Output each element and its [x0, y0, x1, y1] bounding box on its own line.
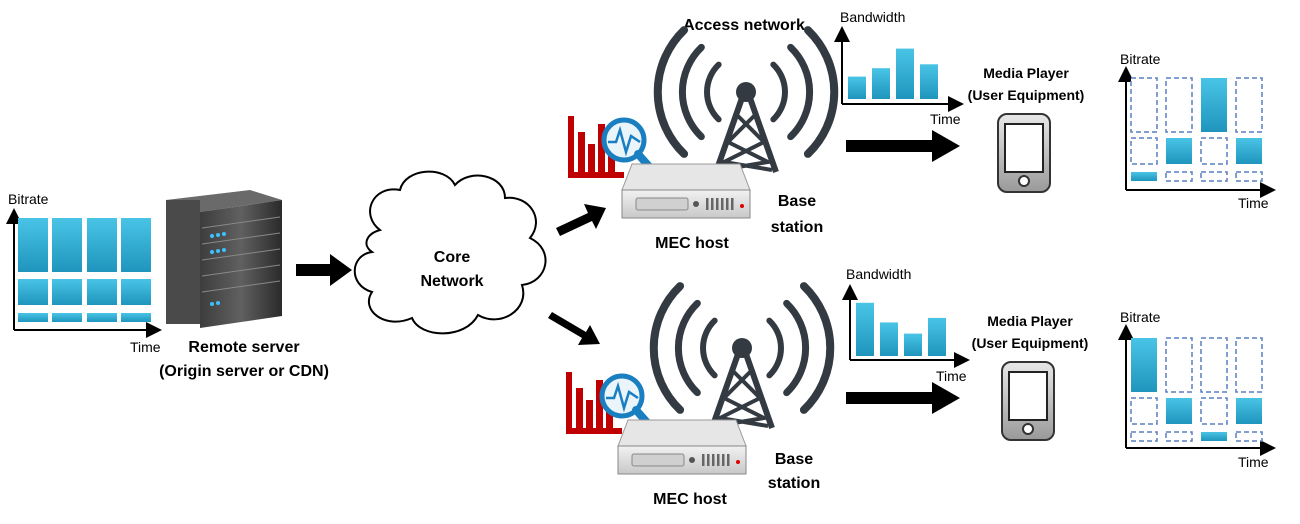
top-user-equipment-phone-icon — [997, 113, 1051, 193]
bottom-user-equipment-phone-icon — [1001, 361, 1055, 441]
origin-segment-3-1 — [87, 218, 117, 272]
top-bandwidth-bar-3 — [896, 48, 914, 99]
core-network-cloud-icon — [353, 170, 547, 335]
bottom-base-station-tower-icon — [649, 282, 835, 429]
core-network-label-line2: Network — [420, 273, 483, 290]
top-bandwidth-xlabel: Time — [930, 111, 961, 127]
top-bandwidth-chart: Bandwidth Time — [834, 9, 964, 127]
origin-chart-ylabel: Bitrate — [8, 191, 49, 207]
origin-segment-1-3 — [18, 313, 48, 322]
origin-segment-3-2 — [87, 279, 117, 305]
bottom-player-bitrate-chart: Bitrate Time — [1118, 309, 1276, 470]
top-player-selected-2 — [1166, 138, 1192, 164]
origin-segment-4-3 — [121, 313, 151, 322]
top-player-bitrate-ylabel: Bitrate — [1120, 51, 1161, 67]
bottom-bandwidth-ylabel: Bandwidth — [846, 266, 911, 282]
bottom-bandwidth-bars — [856, 302, 946, 356]
bottom-player-placeholder-4-low — [1235, 431, 1263, 442]
origin-segment-4-1 — [121, 218, 151, 272]
top-bandwidth-bar-1 — [848, 76, 866, 99]
origin-segment-1-1 — [18, 218, 48, 272]
top-player-bitrate-chart: Bitrate Time — [1118, 51, 1276, 211]
top-media-player-label-line1: Media Player — [983, 65, 1069, 81]
bottom-base-station-label-line2: station — [768, 475, 820, 492]
bottom-player-selected-4 — [1236, 398, 1262, 424]
origin-segment-2-2 — [52, 279, 82, 305]
bottom-player-selected-2 — [1166, 398, 1192, 424]
top-player-placeholder-3-mid — [1200, 137, 1228, 165]
bottom-player-placeholder-1-mid — [1130, 397, 1158, 425]
top-player-placeholder-4-low — [1235, 171, 1263, 182]
bottom-player-bitrate-xlabel: Time — [1238, 454, 1269, 470]
bottom-base-station-label-line1: Base — [775, 451, 813, 468]
top-media-player-label-line2: (User Equipment) — [968, 87, 1085, 103]
top-player-placeholder-1-mid — [1130, 137, 1158, 165]
top-base-station-label-line1: Base — [778, 193, 816, 210]
top-player-bitrate-xlabel: Time — [1238, 195, 1269, 211]
bottom-player-placeholder-3-mid — [1200, 397, 1228, 425]
top-base-station-label-line2: station — [771, 219, 823, 236]
bottom-player-bitrate-bars — [1130, 337, 1263, 442]
core-network-label-line1: Core — [434, 249, 471, 266]
origin-segment-3-3 — [87, 313, 117, 322]
bottom-bandwidth-xlabel: Time — [936, 368, 967, 384]
top-bandwidth-ylabel: Bandwidth — [840, 9, 905, 25]
bottom-bandwidth-bar-2 — [880, 322, 898, 356]
origin-chart-xlabel: Time — [130, 339, 161, 355]
bottom-media-player-label-line1: Media Player — [987, 313, 1073, 329]
top-player-placeholder-2-low — [1165, 171, 1193, 182]
top-player-placeholder-4-high — [1235, 77, 1263, 133]
top-player-placeholder-2-high — [1165, 77, 1193, 133]
remote-server-icon — [166, 190, 282, 328]
top-mec-host-label: MEC host — [655, 235, 729, 252]
arrow-top-station-to-player — [846, 130, 960, 162]
origin-segment-2-1 — [52, 218, 82, 272]
top-bandwidth-bar-4 — [920, 64, 938, 99]
arrow-core-to-bottom-mec — [548, 312, 600, 345]
arrow-origin-to-core — [296, 254, 352, 286]
bottom-media-player-label-line2: (User Equipment) — [972, 335, 1089, 351]
bottom-bandwidth-bar-3 — [904, 333, 922, 356]
top-player-placeholder-3-low — [1200, 171, 1228, 182]
top-player-selected-1 — [1131, 172, 1157, 181]
top-player-selected-3 — [1201, 78, 1227, 132]
bottom-player-selected-3 — [1201, 432, 1227, 441]
origin-segment-4-2 — [121, 279, 151, 305]
origin-chart-bars — [18, 218, 151, 322]
top-bandwidth-bars — [848, 48, 938, 99]
access-network-label: Access network — [683, 17, 805, 34]
bottom-bandwidth-chart: Bandwidth Time — [842, 266, 970, 384]
bottom-mec-host-icon — [617, 419, 747, 475]
bottom-player-bitrate-ylabel: Bitrate — [1120, 309, 1161, 325]
bottom-player-placeholder-4-high — [1235, 337, 1263, 393]
top-mec-host-icon — [621, 163, 751, 219]
arrow-bottom-station-to-player — [846, 382, 960, 414]
top-bandwidth-bar-2 — [872, 68, 890, 99]
remote-server-subtitle: (Origin server or CDN) — [159, 363, 329, 380]
bottom-player-placeholder-3-high — [1200, 337, 1228, 393]
top-base-station-tower-icon — [653, 26, 839, 173]
bottom-bandwidth-bar-1 — [856, 302, 874, 356]
origin-segment-2-3 — [52, 313, 82, 322]
top-player-bitrate-bars — [1130, 77, 1263, 182]
remote-server-title: Remote server — [188, 339, 299, 356]
top-player-placeholder-1-high — [1130, 77, 1158, 133]
top-player-selected-4 — [1236, 138, 1262, 164]
bottom-bandwidth-bar-4 — [928, 317, 946, 356]
bottom-player-placeholder-2-high — [1165, 337, 1193, 393]
bottom-player-placeholder-2-low — [1165, 431, 1193, 442]
origin-bitrate-chart: Bitrate Time — [6, 191, 162, 355]
bottom-player-selected-1 — [1131, 338, 1157, 392]
origin-segment-1-2 — [18, 279, 48, 305]
bottom-player-placeholder-1-low — [1130, 431, 1158, 442]
arrow-core-to-top-mec — [556, 204, 606, 236]
bottom-mec-host-label: MEC host — [653, 491, 727, 508]
top-mec-monitoring-icon — [568, 116, 658, 178]
